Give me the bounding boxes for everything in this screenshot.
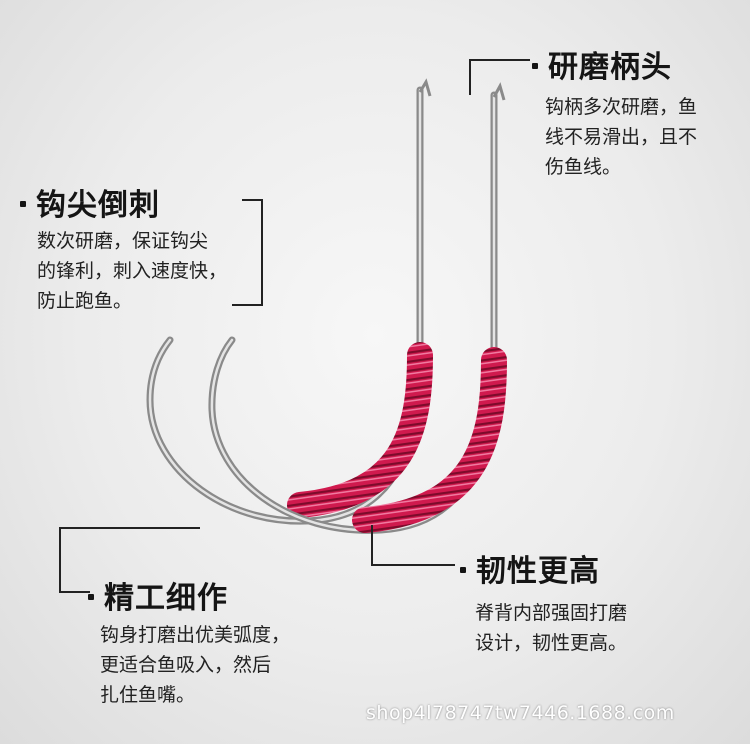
shank-callout-title: 研磨柄头	[532, 42, 672, 86]
fishing-hook-left	[146, 78, 433, 525]
bullet-icon	[460, 566, 466, 573]
bullet-icon	[20, 200, 26, 207]
shank-title-text: 研磨柄头	[548, 50, 672, 85]
point-callout-title: 钩尖倒刺	[20, 180, 160, 224]
bullet-icon	[88, 593, 94, 600]
point-title-text: 钩尖倒刺	[36, 188, 160, 223]
bend-callout-title: 精工细作	[88, 573, 228, 617]
leader-point	[232, 199, 263, 306]
bend-title-text: 精工细作	[104, 581, 228, 616]
fishing-hook-right	[208, 82, 507, 534]
toughness-callout-title: 韧性更高	[460, 546, 600, 590]
point-callout-body: 数次研磨，保证钩尖 的锋利，刺入速度快， 防止跑鱼。	[37, 230, 228, 312]
toughness-title-text: 韧性更高	[476, 554, 600, 589]
bullet-icon	[532, 62, 538, 69]
leader-shank	[469, 59, 530, 95]
leader-lines	[59, 59, 530, 593]
bend-callout-body: 钩身打磨出优美弧度， 更适合鱼吸入，然后 扎住鱼嘴。	[100, 624, 291, 706]
leader-bend	[59, 527, 200, 593]
leader-toughness	[371, 525, 455, 566]
shank-callout-body: 钩柄多次研磨，鱼 线不易滑出，且不 伤鱼线。	[545, 96, 698, 178]
shop-watermark: shop4l78747tw7446.1688.com	[366, 702, 675, 724]
toughness-callout-body: 脊背内部强固打磨 设计，韧性更高。	[475, 602, 628, 654]
